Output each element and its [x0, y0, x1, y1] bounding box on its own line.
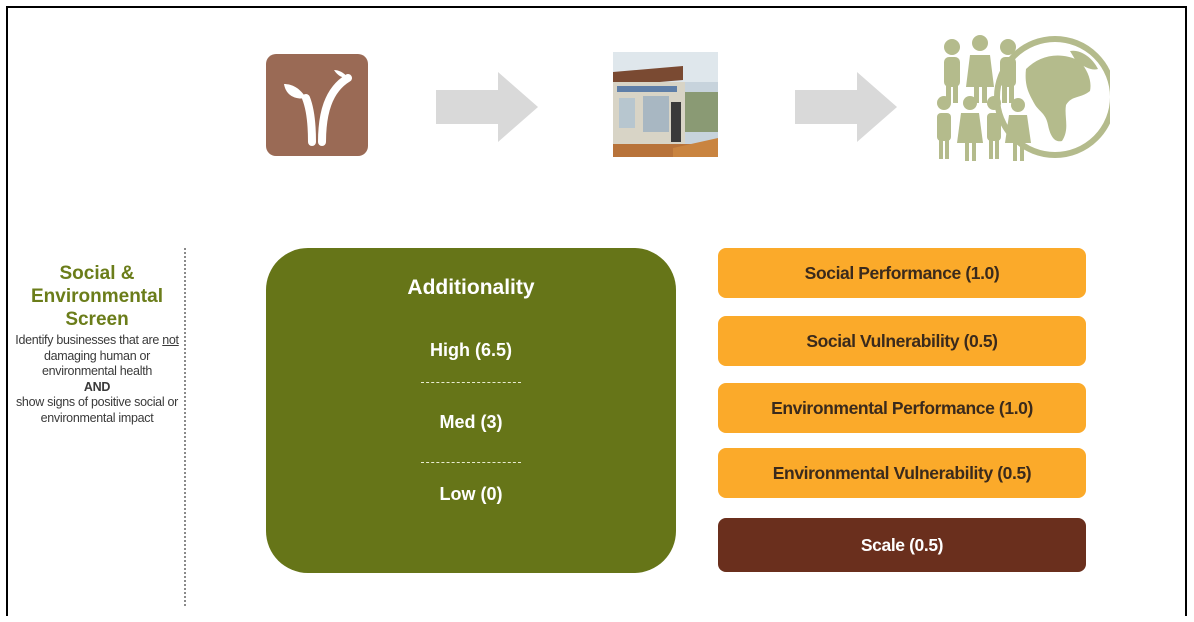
slide-frame: [6, 6, 1187, 616]
level-separator: [421, 382, 521, 383]
people-globe-icon: [930, 25, 1116, 165]
level-low: Low (0): [439, 484, 503, 504]
level-separator: [421, 462, 521, 463]
arrow-right-icon: [436, 72, 538, 142]
building-photo: [613, 52, 718, 157]
dotted-divider: [184, 248, 186, 606]
desc-and: AND: [83, 379, 111, 394]
level-med: Med (3): [439, 412, 503, 432]
desc-part1: Identify businesses that are: [15, 333, 163, 347]
criterion-environmental-performance: Environmental Performance (1.0): [718, 383, 1086, 433]
additionality-title: Additionality: [407, 276, 535, 299]
screen-title: Social & Environmental Screen: [31, 263, 163, 330]
desc-part2: damaging human or environmental health: [41, 348, 153, 379]
desc-not: not: [162, 333, 179, 347]
level-high: High (6.5): [429, 340, 512, 360]
sprout-icon: [266, 54, 368, 156]
screen-description-block: Social & Environmental Screen Identify b…: [14, 262, 180, 426]
desc-part3: show signs of positive social or environ…: [15, 395, 178, 425]
criterion-scale: Scale (0.5): [718, 518, 1086, 572]
criterion-social-performance: Social Performance (1.0): [718, 248, 1086, 298]
arrow-right-icon: [795, 72, 897, 142]
additionality-box: Additionality High (6.5) Med (3) Low (0): [266, 248, 676, 573]
criterion-social-vulnerability: Social Vulnerability (0.5): [718, 316, 1086, 366]
screen-description: Identify businesses that are not damagin…: [14, 333, 180, 426]
criterion-environmental-vulnerability: Environmental Vulnerability (0.5): [718, 448, 1086, 498]
